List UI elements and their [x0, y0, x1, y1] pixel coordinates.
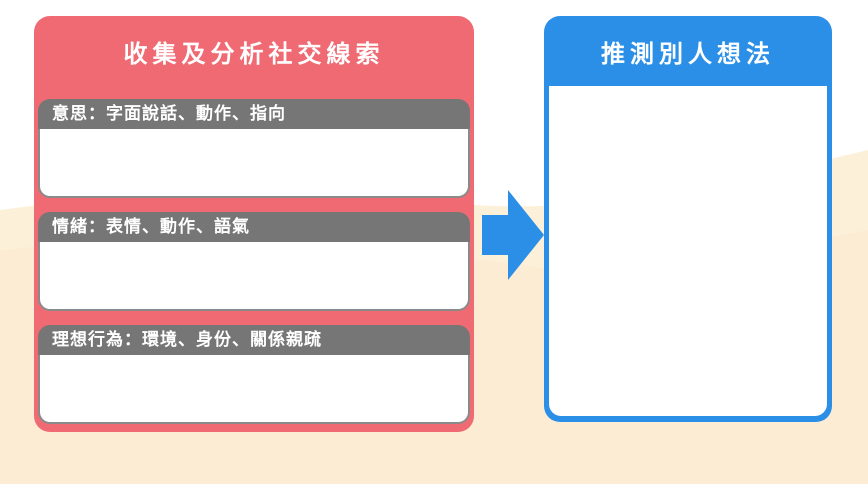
infer-thoughts-title: 推測別人想法	[601, 39, 775, 68]
emotion-card: 情緒：表情、動作、語氣	[38, 212, 470, 313]
ideal-behavior-card: 理想行為：環境、身份、關係親疏	[38, 325, 470, 426]
ideal-behavior-card-answer-area[interactable]	[38, 355, 470, 424]
emotion-card-label: 情緒：表情、動作、語氣	[38, 212, 470, 242]
infer-thoughts-panel: 推測別人想法	[544, 16, 832, 422]
meaning-card-label: 意思：字面說話、動作、指向	[38, 99, 470, 129]
infer-thoughts-answer-area[interactable]	[549, 86, 827, 416]
ideal-behavior-card-label: 理想行為：環境、身份、關係親疏	[38, 325, 470, 355]
meaning-card: 意思：字面說話、動作、指向	[38, 99, 470, 200]
meaning-card-answer-area[interactable]	[38, 129, 470, 198]
emotion-card-answer-area[interactable]	[38, 242, 470, 311]
right-arrow-icon	[482, 190, 544, 280]
clue-analysis-title: 收集及分析社交線索	[123, 39, 385, 68]
